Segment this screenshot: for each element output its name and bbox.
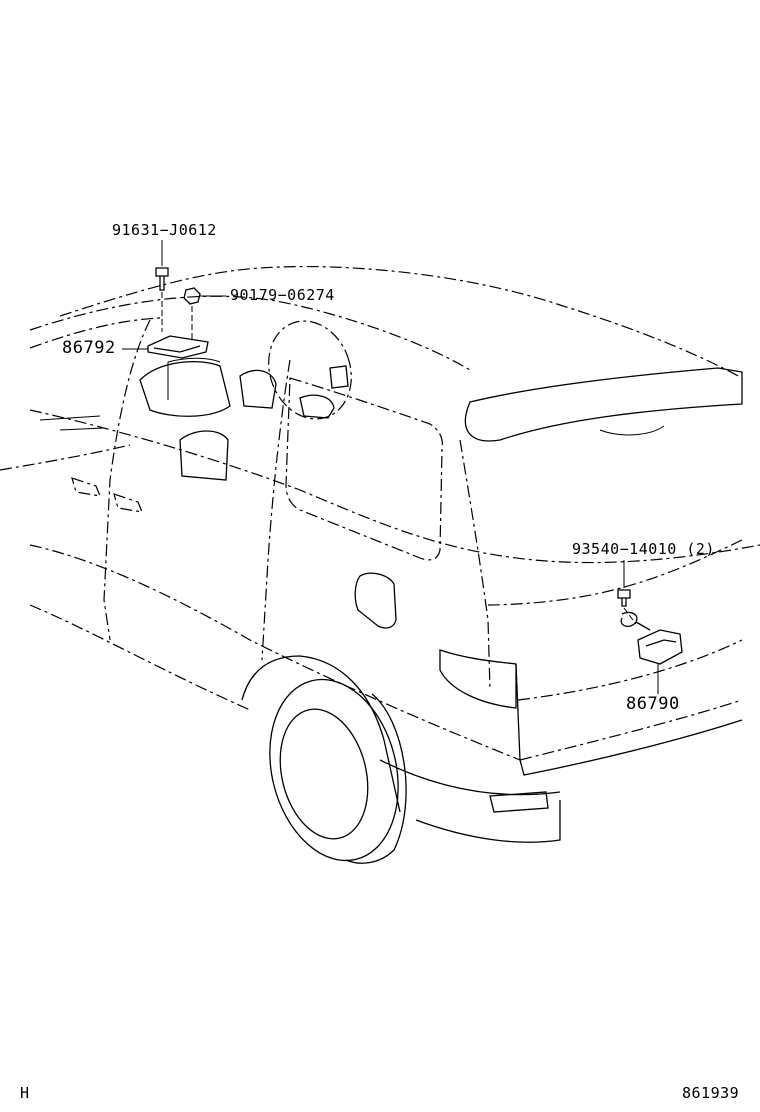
a-pillar (29, 317, 161, 349)
rear-lamp-icon (637, 629, 683, 665)
rear-bumper (515, 663, 743, 776)
front-lamp-icon (147, 335, 209, 359)
spoiler-light (599, 425, 665, 436)
part-label-front-lamp: 86792 (62, 338, 116, 358)
rear-hatch (459, 439, 743, 691)
body-beltline (0, 409, 760, 564)
tire-tread (345, 693, 407, 864)
part-label-nut: 90179−06274 (230, 286, 335, 304)
screw-rear-icon (617, 589, 631, 607)
rear-bumper-lower (379, 759, 561, 843)
seat-rear-a (239, 369, 277, 409)
interior-lines (39, 357, 221, 431)
front-door-frame (103, 319, 151, 641)
roof-rail (29, 295, 471, 371)
rear-spoiler (464, 367, 743, 442)
door-handle-front (71, 477, 101, 497)
rear-lower-lamp (489, 791, 549, 813)
wheel-arch (241, 655, 401, 813)
part-label-rear-lamp: 86790 (626, 694, 680, 714)
body-lower-line (29, 544, 521, 761)
part-label-bolt-top: 91631−J0612 (112, 221, 217, 239)
nut-icon (183, 287, 201, 305)
rear-hatch-lower (517, 639, 743, 761)
part-label-screw-rear: 93540−14010 (2) (572, 540, 715, 558)
rear-lamp-wire (620, 611, 651, 631)
rear-wheel-rim (279, 708, 369, 840)
footer-figure-number: 861939 (682, 1084, 740, 1102)
seat-rear-b (299, 394, 335, 419)
steering-wheel (268, 320, 352, 420)
fuel-door (354, 572, 397, 629)
b-pillar (261, 359, 291, 661)
roof-outline (59, 265, 743, 379)
leader-screw-to-lamp (623, 607, 637, 625)
footer-code-left: H (20, 1084, 30, 1102)
door-handle-rear (113, 493, 143, 513)
bolt-top-icon (155, 267, 169, 291)
front-seat (179, 430, 229, 481)
headrest (329, 365, 349, 389)
tail-light (439, 649, 517, 709)
rear-side-window (285, 377, 444, 561)
dashboard (139, 361, 231, 417)
rear-tire (269, 678, 399, 862)
